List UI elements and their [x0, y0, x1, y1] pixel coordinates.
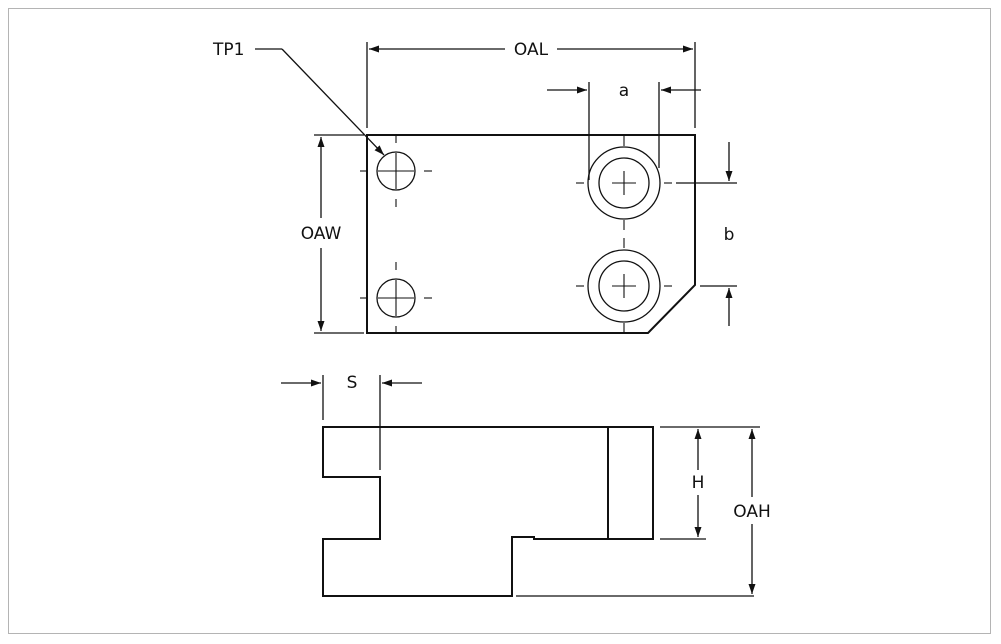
b-label: b [724, 225, 735, 245]
h-dimension: H [660, 426, 706, 540]
side-view: S H OAH [281, 373, 771, 597]
h-label: H [692, 473, 705, 493]
oaw-dimension: OAW [301, 134, 364, 334]
b-dimension: b [676, 142, 737, 326]
s-label: S [347, 373, 358, 393]
a-dimension: a [547, 81, 701, 180]
a-label: a [619, 81, 629, 101]
tp1-hole-top [360, 135, 432, 207]
top-view-outline [366, 134, 696, 334]
counterbore-hole-top [576, 136, 672, 230]
oaw-label: OAW [301, 224, 342, 244]
oah-dimension: OAH [706, 426, 771, 594]
oah-label: OAH [733, 502, 771, 522]
oal-label: OAL [514, 40, 549, 60]
top-view: OAL a TP1 OAW [212, 40, 737, 334]
drawing-frame [8, 8, 991, 634]
tp1-leader: TP1 [212, 40, 385, 156]
tp1-label: TP1 [212, 40, 244, 60]
s-dimension: S [281, 373, 422, 470]
counterbore-hole-bottom [576, 238, 672, 333]
hole-bottom-left [360, 262, 432, 334]
oal-dimension: OAL [366, 40, 696, 128]
side-view-outline [322, 426, 654, 597]
